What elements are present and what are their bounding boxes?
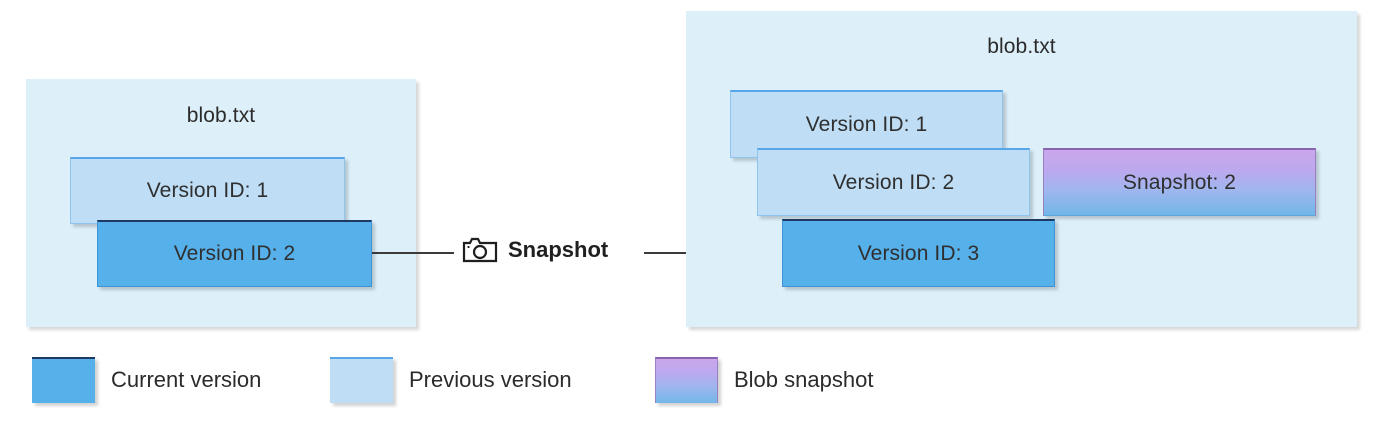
connector-line-left xyxy=(372,252,454,254)
camera-icon xyxy=(462,236,498,264)
right-version-box-1-label: Version ID: 1 xyxy=(805,112,928,136)
legend-item-blob-snapshot: Blob snapshot xyxy=(655,357,873,403)
right-version-box-2-label: Version ID: 2 xyxy=(832,170,955,194)
snapshot-transition-label: Snapshot xyxy=(462,236,608,264)
legend-label-previous-version: Previous version xyxy=(409,367,572,392)
legend-label-blob-snapshot: Blob snapshot xyxy=(734,367,874,392)
legend-label-current-version: Current version xyxy=(111,367,262,392)
right-version-box-1: Version ID: 1 xyxy=(730,90,1003,158)
legend-item-current-version: Current version xyxy=(32,357,261,403)
legend-swatch-blob-snapshot xyxy=(655,357,718,403)
left-version-box-1-label: Version ID: 1 xyxy=(146,179,269,202)
right-snapshot-box: Snapshot: 2 xyxy=(1043,148,1316,216)
snapshot-transition-text: Snapshot xyxy=(508,237,609,262)
right-version-box-2: Version ID: 2 xyxy=(757,148,1030,216)
legend-swatch-current-version xyxy=(32,357,95,403)
right-version-box-3-label: Version ID: 3 xyxy=(857,241,980,265)
left-version-box-1: Version ID: 1 xyxy=(70,157,345,224)
legend-item-previous-version: Previous version xyxy=(330,357,572,403)
legend-swatch-previous-version xyxy=(330,357,393,403)
left-version-box-2-label: Version ID: 2 xyxy=(173,242,296,265)
right-snapshot-box-label: Snapshot: 2 xyxy=(1122,170,1237,194)
right-version-box-3: Version ID: 3 xyxy=(782,219,1055,287)
right-panel-title: blob.txt xyxy=(987,35,1056,58)
left-version-box-2: Version ID: 2 xyxy=(97,220,372,287)
left-panel-title: blob.txt xyxy=(186,104,256,127)
